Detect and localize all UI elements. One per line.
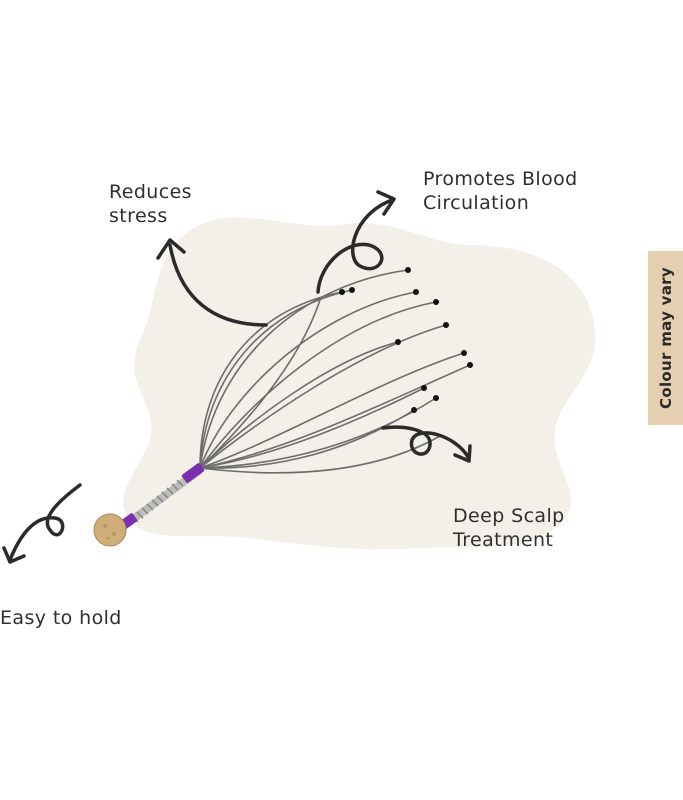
colour-note-tab: Colour may vary [648, 251, 683, 425]
cork-knob [93, 513, 127, 547]
wire-tips [339, 267, 473, 413]
swirl-arrow-icon [2, 483, 82, 564]
spiral-arrow-icon [316, 190, 396, 294]
feature-easy-hold: Easy to hold [0, 607, 122, 629]
massager-handle [93, 463, 205, 547]
loop-arrow-icon [381, 425, 472, 463]
feature-blood-circulation: Promotes Blood Circulation [423, 168, 578, 214]
massager-wires [199, 269, 471, 474]
curved-arrow-icon [156, 238, 268, 327]
feature-reduces-stress: Reduces stress [109, 181, 192, 227]
feature-deep-scalp: Deep Scalp Treatment [453, 505, 565, 551]
colour-note-text: Colour may vary [656, 267, 675, 409]
